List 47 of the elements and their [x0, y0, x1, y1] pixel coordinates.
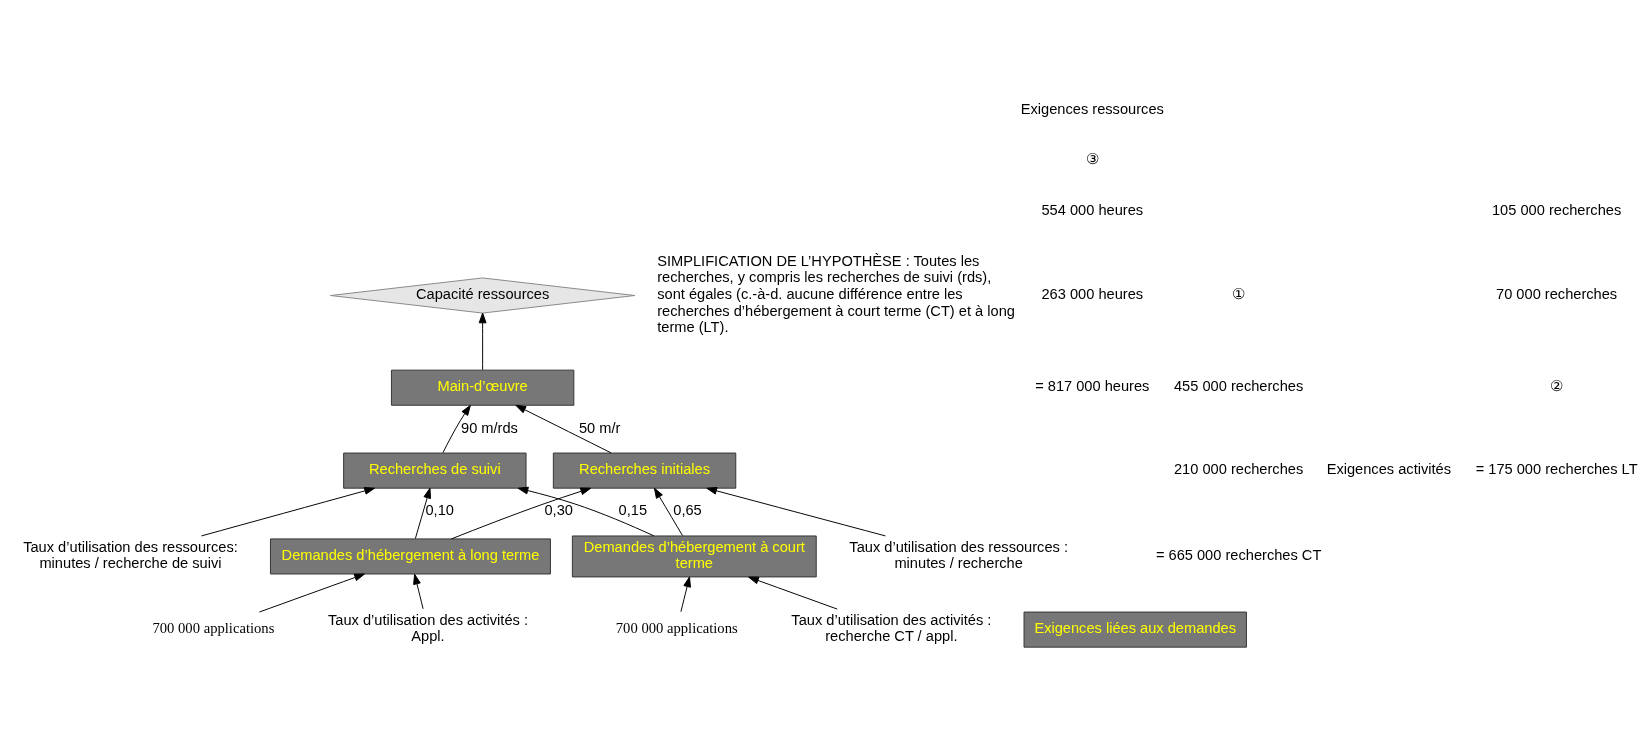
arrow [200, 487, 376, 537]
label: ② [1550, 378, 1564, 395]
label: = 817 000 heures [1035, 378, 1150, 395]
node-box: Demandes d’hébergement à long terme [269, 538, 551, 575]
arrow [442, 404, 471, 454]
node-box: Main-d’œuvre [390, 369, 575, 406]
edge-label: 0,65 [673, 502, 702, 519]
label: 554 000 heures [1041, 202, 1144, 219]
node-text: Taux d’utilisation des activités : Appl. [328, 611, 528, 645]
edge-label: 0,30 [544, 502, 573, 519]
node-text: Taux d’utilisation des ressources: minutes / recherche de suivi [23, 538, 238, 572]
arrow [258, 573, 365, 613]
label: ① [1232, 285, 1246, 302]
arrow [706, 486, 886, 537]
arrow [680, 576, 691, 613]
arrow [450, 487, 592, 540]
node-text: 700 000 applications [152, 620, 275, 637]
label: 455 000 recherches [1173, 378, 1304, 395]
arrow [748, 576, 838, 610]
edge-label: 0,15 [618, 502, 648, 519]
label: 105 000 recherches [1492, 202, 1622, 219]
edge-label: 50 m/r [578, 419, 621, 436]
label: 70 000 recherches [1496, 285, 1618, 302]
label: 210 000 recherches [1173, 461, 1304, 478]
arrow [653, 487, 683, 537]
node-box: Recherches de suivi [343, 452, 527, 489]
label: = 175 000 recherches LT [1475, 461, 1638, 478]
label: Exigences activités [1326, 461, 1452, 478]
node-box: Exigences liées aux demandes [1023, 611, 1247, 648]
edge-label: 0,10 [425, 502, 454, 519]
label: 263 000 heures [1041, 285, 1144, 302]
arrow [413, 573, 424, 610]
node-text: Taux d’utilisation des activités : recherche CT / appl. [791, 611, 992, 645]
node-text: 700 000 applications [615, 620, 738, 637]
arrow [517, 486, 655, 537]
node-box: Demandes d’hébergement à court terme [571, 535, 817, 578]
label: Exigences ressources [1020, 100, 1164, 117]
node-text: Taux d’utilisation des ressources : minutes / recherche [849, 538, 1068, 572]
label: ③ [1085, 151, 1099, 168]
arrow [414, 487, 432, 539]
node-diamond: Capacité ressources [329, 277, 636, 314]
edge-label: 90 m/rds [461, 419, 518, 436]
arrow [515, 404, 612, 454]
label: = 665 000 recherches CT [1155, 546, 1322, 563]
arrow [478, 312, 487, 371]
label: SIMPLIFICATION DE L’HYPOTHÈSE : Toutes les recherches, y compris les recherches de suivi (rds), sont égales (c.-à-d. aucune différence entre les recherches d’hébergement à court terme (CT) et à long terme (LT). [657, 252, 1015, 336]
node-box: Recherches initiales [552, 452, 737, 489]
